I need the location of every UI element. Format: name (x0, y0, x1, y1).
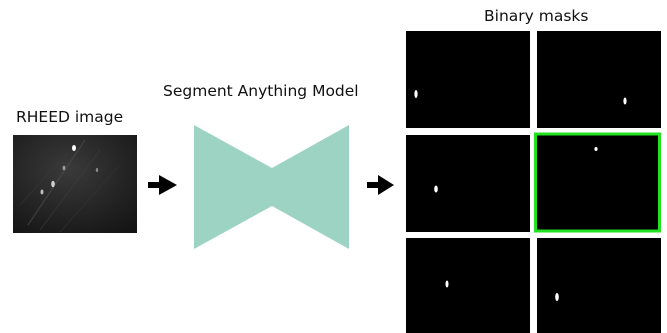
model-label: Segment Anything Model (163, 82, 359, 100)
output-label: Binary masks (484, 7, 589, 25)
mask-2 (537, 31, 661, 128)
input-label: RHEED image (16, 108, 124, 126)
mask-1 (406, 31, 530, 128)
mask-4-selected (534, 132, 661, 233)
arrow-to-masks (367, 175, 394, 195)
binary-masks-grid (406, 31, 661, 333)
mask-6 (537, 238, 661, 333)
mask-5 (406, 238, 530, 333)
model-shape (194, 125, 349, 249)
mask-3 (406, 135, 530, 232)
rheed-image (13, 135, 137, 233)
arrow-to-model (148, 175, 177, 195)
